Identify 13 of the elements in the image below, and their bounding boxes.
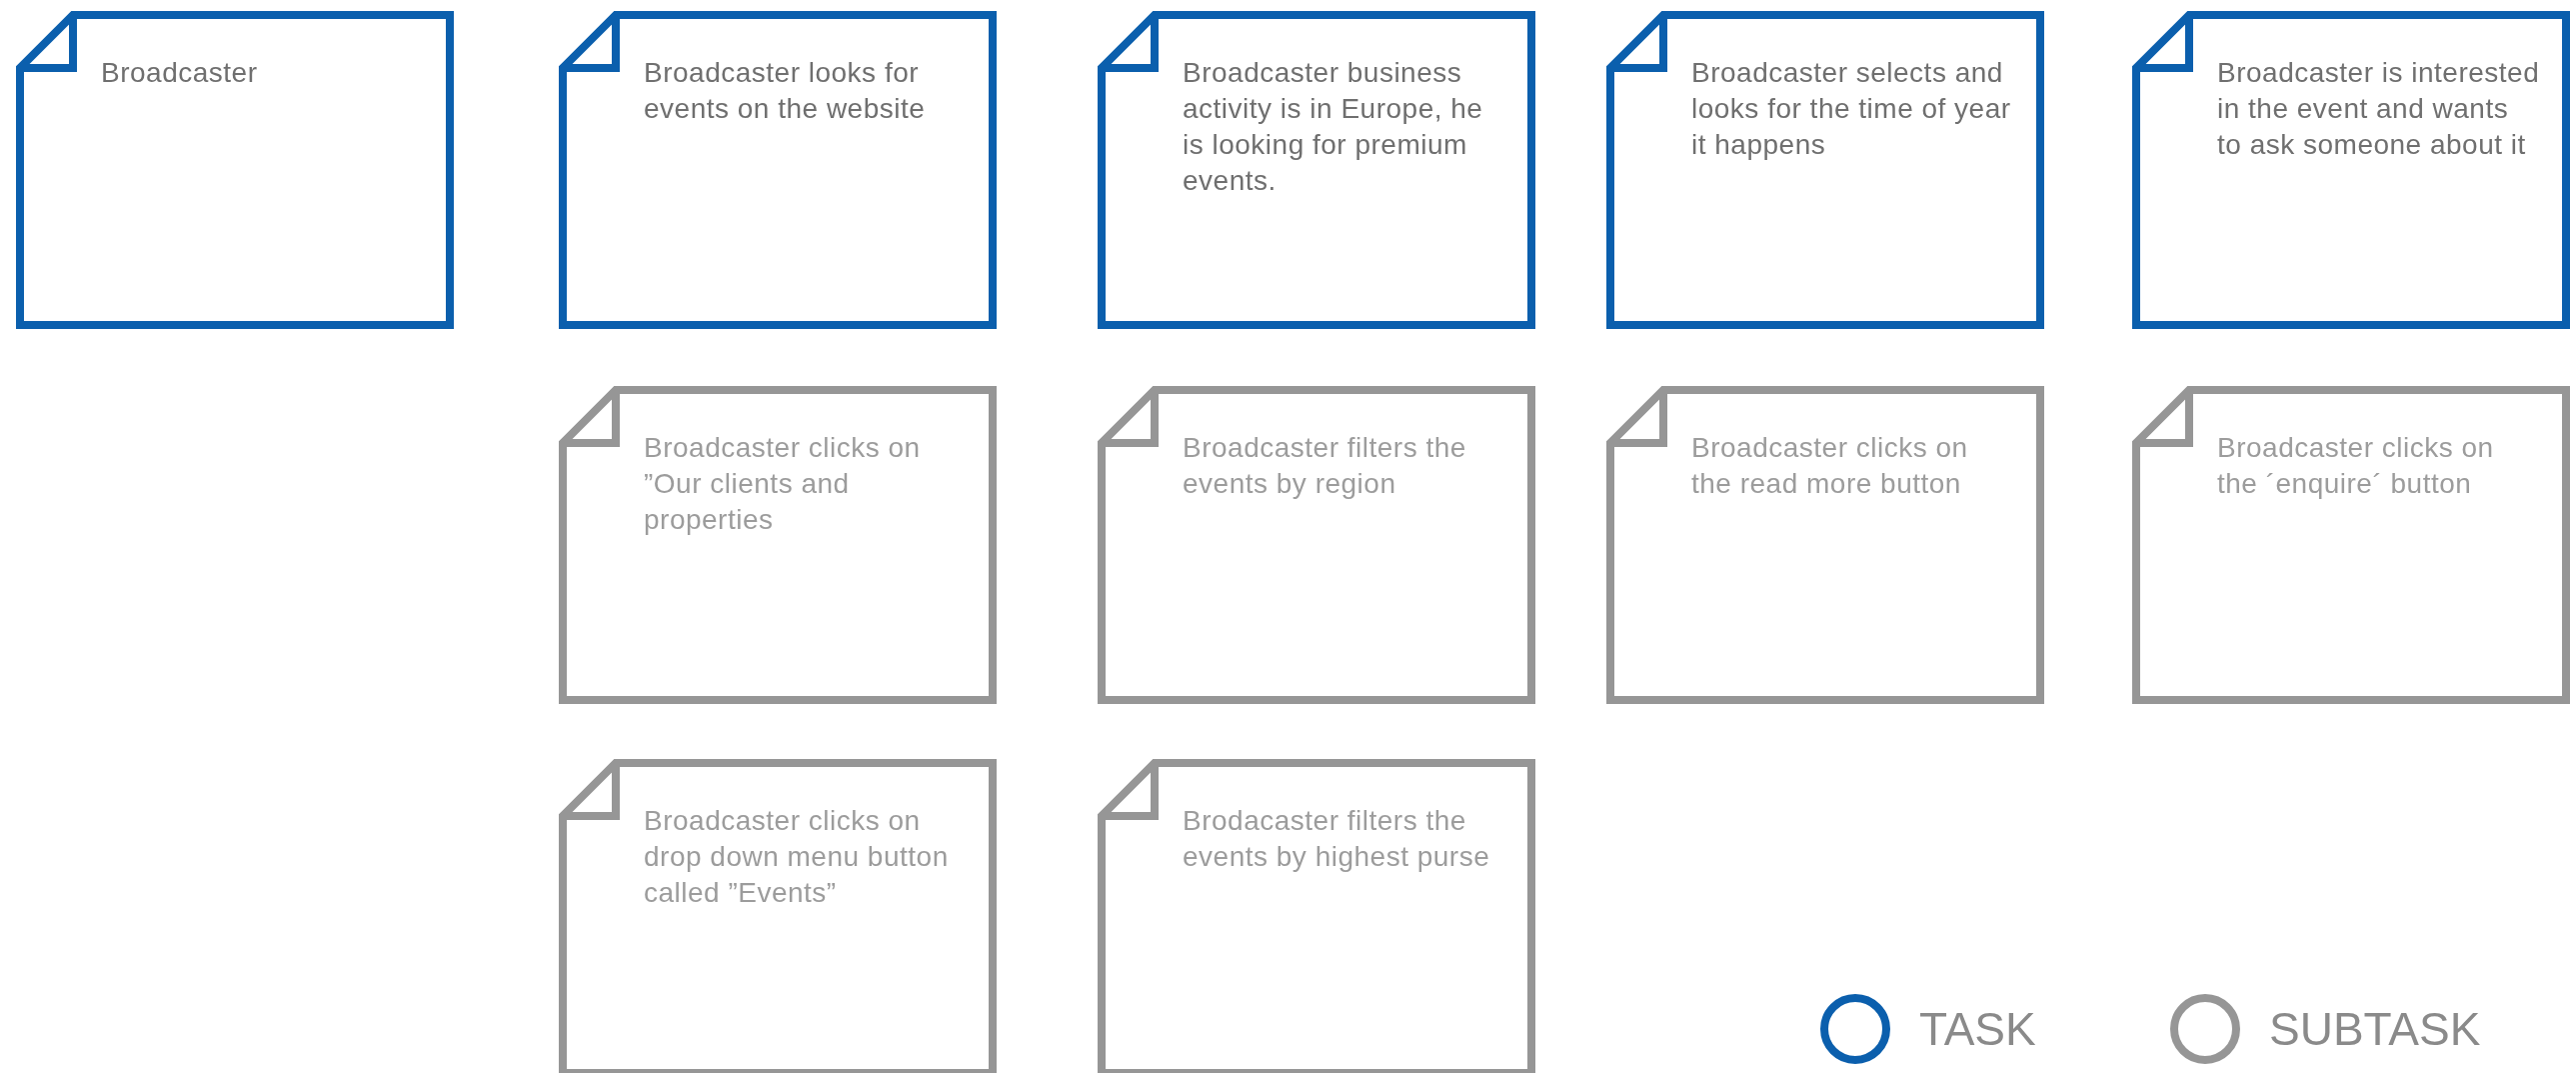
legend-label: SUBTASK [2269, 1006, 2481, 1052]
note-text: Broadcaster selects and looks for the time of year it happens [1691, 56, 2012, 162]
note-text: Brodacaster filters the events by highest purse [1183, 804, 1491, 874]
legend-label: TASK [1919, 1006, 2036, 1052]
note-text: Broadcaster clicks on ”Our clients and properties [644, 431, 922, 537]
note-text: Broadcaster business activity is in Europe, he is looking for premium events. [1183, 56, 1484, 198]
note-text: Broadcaster clicks on drop down menu button called ”Events” [644, 804, 950, 910]
note-text: Broadcaster is interested in the event and wants to ask someone about it [2217, 56, 2540, 162]
note-text: Broadcaster filters the events by region [1183, 431, 1467, 501]
note-text: Broadcaster clicks on the read more button [1691, 431, 1969, 501]
note-text: Broadcaster [101, 56, 259, 90]
note-text: Broadcaster clicks on the ´enquire´ button [2217, 431, 2495, 501]
note-text: Broadcaster looks for events on the website [644, 56, 927, 126]
